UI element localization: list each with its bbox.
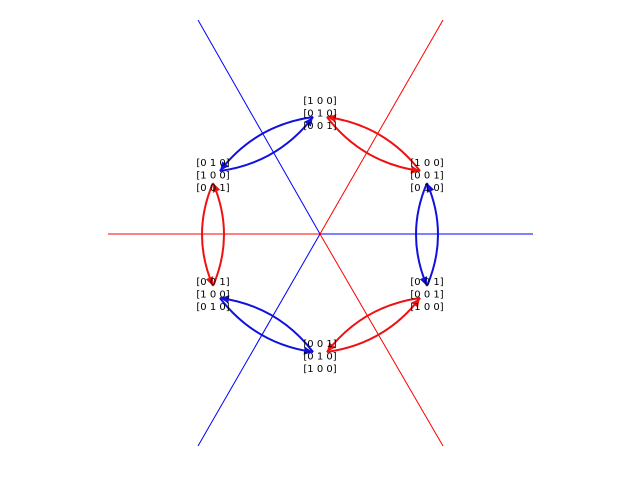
matrix-node-top: [1 0 0] [0 1 0][0 0 1] [303, 96, 336, 132]
arrowhead-lower-left-to-upper-left [212, 183, 221, 193]
matrix-row: [0 0 1] [303, 339, 336, 350]
arrow-bottom-to-lower-right [326, 297, 421, 353]
axis-lines [108, 19, 533, 447]
matrix-row: [1 0 0] [410, 158, 443, 169]
matrix-node-upper-right: [1 0 0] [0 0 1][0 1 0] [410, 158, 443, 194]
matrix-labels: [1 0 0][0 1 0][0 0 1][1 0 0][0 0 1][0 1 … [196, 96, 443, 375]
matrix-row: [0 1 0] [303, 109, 336, 120]
matrix-row: [1 0 0] [410, 302, 443, 313]
arrow-lower-left-to-bottom [219, 297, 314, 353]
matrix-row: [0 0 1] [196, 183, 229, 194]
arrowhead-upper-left-to-top [304, 117, 314, 127]
arrowhead-upper-right-to-lower-right [419, 276, 428, 286]
arrowhead-top-to-upper-right [410, 165, 421, 174]
arrow-bottom-to-lower-left [219, 297, 314, 353]
matrix-row: [1 0 0] [303, 96, 336, 107]
arrowhead-upper-left-to-lower-left [205, 276, 214, 286]
arrowhead-top-to-upper-left [219, 161, 229, 171]
arrow-lower-right-to-bottom [326, 297, 421, 353]
matrix-row: [0 0 1] [196, 277, 229, 288]
matrix-row: [0 1 0] [410, 183, 443, 194]
arrow-upper-right-to-top [326, 116, 421, 172]
matrix-row: [1 0 0] [196, 290, 229, 301]
axis-line-diag-blue-down [197, 233, 321, 447]
matrix-row: [1 0 0] [303, 364, 336, 375]
matrix-node-lower-right: [0 0 1][0 0 1][1 0 0] [410, 277, 443, 313]
axis-line-diag-red-up [319, 19, 444, 235]
axis-line-diag-red-down [319, 233, 444, 447]
matrix-node-lower-left: [0 0 1] [1 0 0][0 1 0] [196, 277, 229, 313]
matrix-row: [0 0 1] [410, 290, 443, 301]
matrix-node-bottom: [0 0 1] [0 1 0][1 0 0] [303, 339, 336, 375]
matrix-row: [0 1 0] [196, 158, 229, 169]
matrix-row: [0 0 1] [303, 121, 336, 132]
matrix-row: [0 1 0] [196, 302, 229, 313]
arrowhead-lower-left-to-bottom [303, 346, 314, 355]
matrix-row: [0 1 0] [303, 352, 336, 363]
matrix-node-upper-left: [0 1 0] [1 0 0][0 0 1] [196, 158, 229, 194]
arrowhead-lower-right-to-upper-right [426, 183, 435, 193]
axis-line-diag-blue-up [197, 19, 321, 235]
arrow-upper-right-to-lower-right [415, 182, 428, 287]
arrowhead-lower-right-to-bottom [326, 342, 336, 352]
arrowhead-bottom-to-lower-right [411, 298, 421, 308]
arrowhead-upper-right-to-top [326, 114, 337, 123]
transition-arrows [201, 114, 439, 355]
arrow-upper-left-to-lower-left [201, 182, 214, 287]
arrowhead-bottom-to-lower-left [219, 295, 230, 304]
arrow-top-to-upper-left [219, 116, 314, 172]
matrix-row: [0 0 1] [410, 277, 443, 288]
matrix-row: [0 0 1] [410, 171, 443, 182]
matrix-row: [1 0 0] [196, 171, 229, 182]
arrow-lower-right-to-upper-right [426, 182, 439, 287]
arrow-top-to-upper-right [326, 116, 421, 172]
arrow-lower-left-to-upper-left [212, 182, 225, 287]
arrow-upper-left-to-top [219, 116, 314, 172]
